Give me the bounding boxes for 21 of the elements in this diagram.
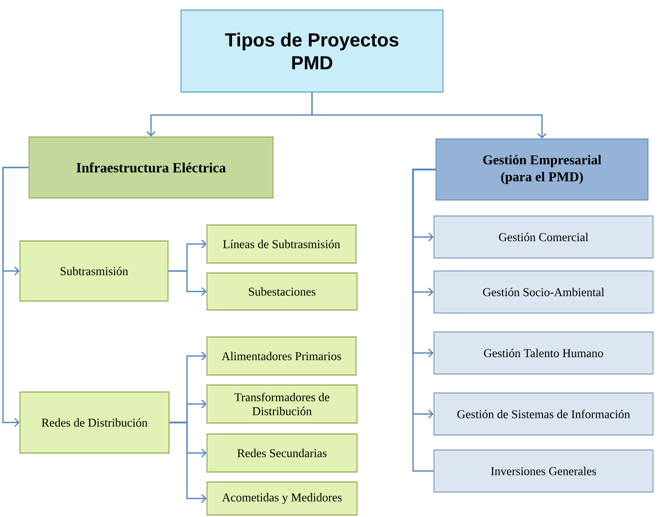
item-box: Gestión Comercial — [434, 216, 654, 258]
arrow — [168, 270, 207, 296]
root-box: Tipos de Proyectos PMD — [180, 10, 444, 92]
item-box: Líneas de Subtrasmisión — [206, 224, 356, 264]
item-box: Gestión de Sistemas de Información — [434, 392, 654, 436]
subcategory-box: Subtrasmisión — [20, 240, 168, 302]
arrow — [2, 166, 29, 427]
item-box: Acometidas y Medidores — [206, 482, 358, 516]
category-box: Infraestructura Eléctrica — [28, 136, 274, 198]
item-box: Gestión Socio-Ambiental — [434, 270, 654, 314]
item-box: Transformadores de Distribución — [206, 384, 358, 424]
connector-line — [412, 168, 436, 472]
item-box: Inversiones Generales — [434, 450, 654, 492]
item-box: Gestión Talento Humano — [434, 332, 654, 374]
subcategory-box: Redes de Distribución — [20, 392, 170, 454]
item-box: Subestaciones — [206, 272, 358, 310]
category-box: Gestión Empresarial (para el PMD) — [436, 138, 648, 200]
item-box: Alimentadores Primarios — [206, 336, 356, 376]
arrow — [169, 422, 207, 503]
arrow — [311, 92, 546, 139]
item-box: Redes Secundarias — [206, 434, 358, 472]
